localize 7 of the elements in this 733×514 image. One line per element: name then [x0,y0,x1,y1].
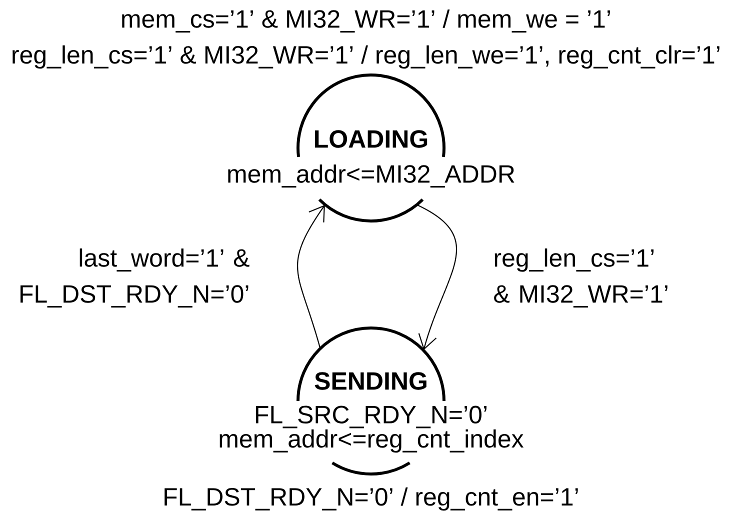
edge-label: reg_len_cs=’1’ & MI32_WR=’1’ [492,247,672,309]
arrow [416,204,458,350]
edge-label: last_word=’1’ & FL_DST_RDY_N=’0’ [8,247,251,309]
arrow [297,204,325,348]
transition-label: mem_cs=’1’ & MI32_WR=’1’ / mem_we = ’1’ [122,9,610,33]
transition-label: reg_len_cs=’1’ & MI32_WR=’1’ / reg_len_we=’1’, reg_cnt_clr=’1’ [12,45,720,69]
transition-label: FL_DST_RDY_N=’0’ / reg_cnt_en=’1’ [164,487,578,511]
